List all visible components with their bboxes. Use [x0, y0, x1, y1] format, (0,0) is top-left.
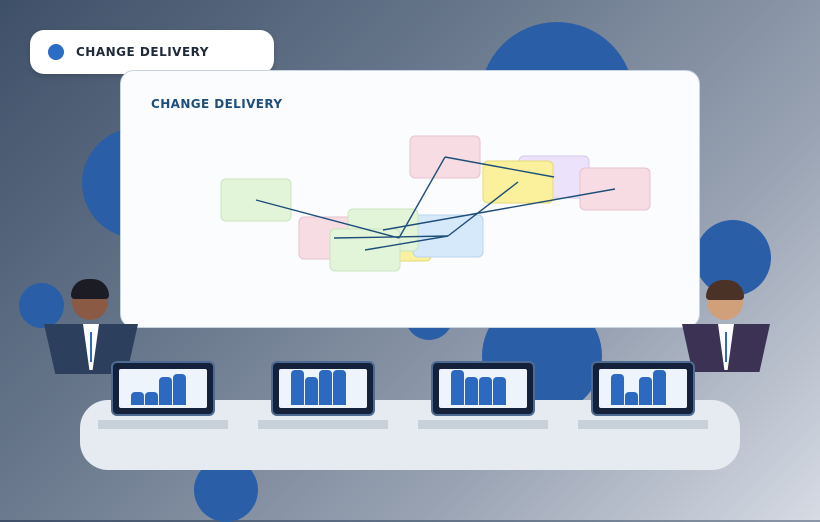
flow-diagram — [220, 135, 651, 272]
person-right — [682, 280, 770, 374]
screen-bar — [173, 374, 186, 405]
diagram-connector — [398, 156, 446, 239]
screen-bar — [291, 370, 304, 405]
desk-shelf — [258, 420, 388, 429]
title-badge: CHANGE DELIVERY — [30, 30, 274, 74]
diagram-connector — [444, 156, 555, 178]
desk-shelf — [418, 420, 548, 429]
desk-shelf — [98, 420, 228, 429]
laptop-screen — [599, 369, 687, 408]
screen-bar — [639, 377, 652, 405]
background-circle-small-left — [19, 283, 64, 328]
screen-bar — [145, 392, 158, 405]
diagram-connector — [364, 235, 449, 251]
screen-bar — [451, 370, 464, 405]
person-right-hair — [706, 280, 744, 300]
laptop-screen — [439, 369, 527, 408]
screen-bar — [159, 377, 172, 405]
screen-bar — [333, 370, 346, 405]
person-right-tie — [725, 332, 727, 362]
screen-bar — [131, 392, 144, 405]
screen-bar — [493, 377, 506, 405]
screen-bar — [611, 374, 624, 405]
laptop-screen — [119, 369, 207, 408]
screen-bar — [319, 370, 332, 405]
badge-dot-icon — [48, 44, 64, 60]
screen-bar — [653, 370, 666, 405]
diagram-connector — [447, 181, 519, 237]
person-left-hair — [71, 279, 109, 299]
laptop — [591, 361, 695, 416]
desk-shelf — [578, 420, 708, 429]
screen-bar — [305, 377, 318, 405]
badge-label: CHANGE DELIVERY — [76, 45, 209, 59]
laptop — [431, 361, 535, 416]
laptop — [271, 361, 375, 416]
screen-bar — [625, 392, 638, 405]
person-left-tie — [90, 332, 92, 362]
screen-bar — [465, 377, 478, 405]
diagram-connector — [333, 235, 449, 239]
person-left — [44, 278, 138, 374]
laptop — [111, 361, 215, 416]
laptop-screen — [279, 369, 367, 408]
board-title: CHANGE DELIVERY — [151, 97, 283, 111]
diagram-board: CHANGE DELIVERY — [120, 70, 700, 328]
screen-bar — [479, 377, 492, 405]
diagram-connector — [382, 188, 616, 231]
diagram-connector — [255, 199, 400, 239]
